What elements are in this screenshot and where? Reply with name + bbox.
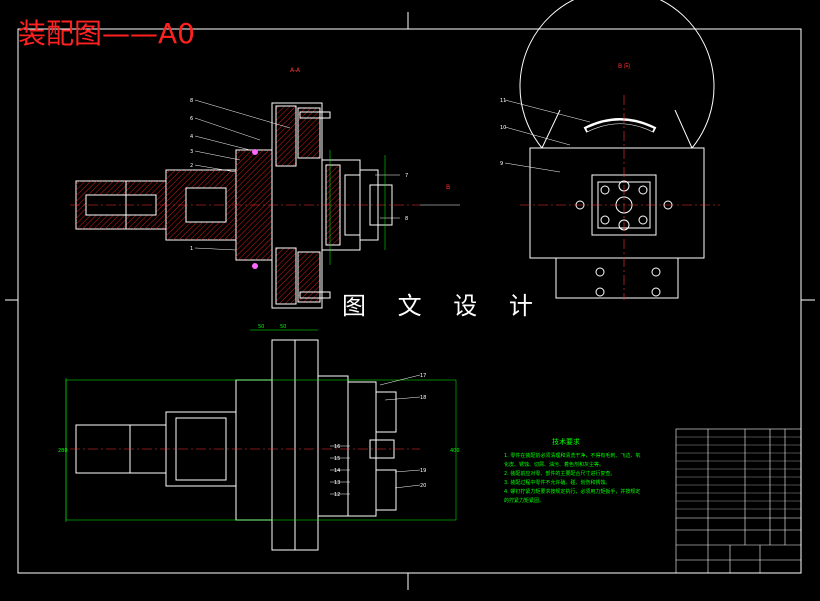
balloon-label: 12 — [334, 492, 340, 498]
balloon-label: 14 — [334, 468, 340, 474]
balloon-label: 8 — [190, 98, 193, 104]
balloon-label: 20 — [420, 483, 426, 489]
drawing-title: 装配图——A0 — [18, 17, 195, 50]
balloon-label: 8 — [405, 216, 408, 222]
balloon-label: 7 — [405, 173, 408, 179]
direction-view-label: B 向 — [618, 62, 630, 70]
section-view-a-a — [75, 102, 393, 309]
leader-lines-right — [504, 99, 591, 173]
balloon-label: 10 — [500, 125, 506, 131]
b-direction-view — [519, 0, 715, 299]
b-view-centerlines — [520, 95, 720, 300]
tech-requirement-line: 4. 螺钉拧紧力矩要求按规定执行，必须用力矩扳手，并按规定 — [504, 489, 641, 495]
balloon-label: 16 — [334, 444, 340, 450]
arrow-label: B — [446, 184, 450, 191]
dimension-label: 50 — [280, 324, 286, 330]
tech-requirement-line: 3. 装配过程中零件不允许磕、碰、划伤和锈蚀。 — [504, 480, 611, 486]
section-view-label: A-A — [290, 67, 301, 74]
balloon-label: 13 — [334, 480, 340, 486]
drawing-frame — [5, 12, 815, 590]
balloon-label: 2 — [190, 163, 193, 169]
balloon-label: 17 — [420, 373, 426, 379]
balloon-label: 11 — [500, 98, 506, 104]
leader-lines-bottom — [330, 374, 421, 495]
tech-requirement-line: 1. 零件在装配前必须清理和清洗干净，不得有毛刺、飞边、氧 — [504, 453, 641, 459]
balloon-label: 4 — [190, 134, 193, 140]
tech-requirement-line: 的拧紧力矩紧固。 — [504, 498, 545, 504]
tech-requirement-line: 化皮、锈蚀、切屑、油污、着色剂和灰尘等。 — [504, 462, 605, 468]
balloon-label: 19 — [420, 468, 426, 474]
dimension-label: 400 — [450, 448, 460, 454]
balloon-label: 9 — [500, 161, 503, 167]
dimension-lines-top — [329, 150, 386, 265]
title-block-rows — [676, 436, 801, 510]
balloon-label: 18 — [420, 395, 426, 401]
dimension-lines-bottom — [65, 329, 457, 522]
bottom-view — [75, 339, 397, 551]
tech-requirement-line: 2. 装配前应对零、部件的主要配合尺寸进行复查。 — [504, 471, 616, 477]
tech-requirements-title: 技术要求 — [552, 438, 580, 446]
dimension-label: 280 — [58, 448, 68, 454]
leader-lines-top — [194, 99, 460, 251]
balloon-label: 3 — [190, 149, 193, 155]
balloon-label: 15 — [334, 456, 340, 462]
balloon-label: 1 — [190, 246, 193, 252]
dimension-label: 50 — [258, 324, 264, 330]
watermark-text: 图 文 设 计 — [342, 292, 545, 320]
balloon-label: 6 — [190, 116, 193, 122]
